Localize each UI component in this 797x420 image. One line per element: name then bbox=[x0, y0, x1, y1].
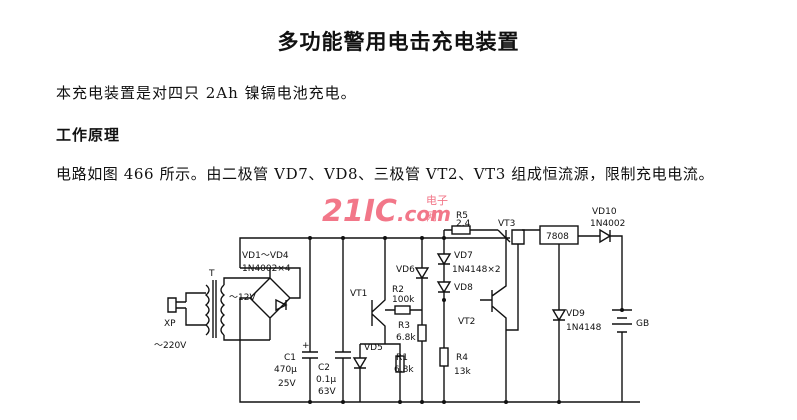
label-vd9-type: 1N4148 bbox=[566, 323, 602, 333]
page-title: 多功能警用电击充电装置 bbox=[277, 29, 520, 54]
label-vd9: VD9 bbox=[566, 309, 585, 319]
label-r1-val: 6.8k bbox=[394, 365, 414, 375]
diode-vd6 bbox=[414, 238, 430, 325]
capacitor-c1 bbox=[302, 238, 318, 402]
diode-vd9 bbox=[551, 244, 567, 402]
label-c2-volt: 63V bbox=[318, 387, 336, 397]
label-vd7-type: 1N4148×2 bbox=[452, 265, 501, 275]
plug-symbol bbox=[167, 292, 206, 326]
resistor-r4 bbox=[439, 347, 449, 367]
label-c1-plus: + bbox=[302, 341, 310, 351]
label-vd10-type: 1N4002 bbox=[590, 219, 625, 229]
label-vd6: VD6 bbox=[396, 265, 415, 275]
transformer-secondary bbox=[220, 284, 226, 336]
label-mains: ～220V bbox=[154, 341, 187, 351]
label-vd5: VD5 bbox=[364, 343, 383, 353]
resistor-r5 bbox=[451, 225, 471, 235]
label-c1-val: 470μ bbox=[274, 365, 297, 375]
label-vt2: VT2 bbox=[458, 317, 475, 327]
watermark-logo: 21IC.com 电子网 bbox=[322, 194, 451, 229]
label-vt3: VT3 bbox=[498, 219, 515, 229]
transistor-vt2 bbox=[480, 230, 507, 402]
label-r4-val: 13k bbox=[454, 367, 471, 377]
label-r1: R1 bbox=[396, 353, 408, 363]
transistor-vt1 bbox=[371, 238, 386, 344]
bridge-diode-mark bbox=[275, 298, 288, 312]
label-transformer: T bbox=[208, 269, 215, 279]
label-vd10: VD10 bbox=[592, 207, 617, 217]
label-r5: R5 bbox=[456, 211, 468, 221]
label-gb: GB bbox=[636, 319, 649, 329]
label-vt1: VT1 bbox=[350, 289, 367, 299]
watermark-cn: 电子网 bbox=[426, 194, 448, 223]
label-reg: 7808 bbox=[546, 232, 569, 242]
transistor-vt3 bbox=[497, 229, 525, 245]
label-bridge-type: 1N4002×4 bbox=[242, 264, 291, 274]
watermark-tail: .com bbox=[396, 202, 451, 226]
led-vd5 bbox=[352, 343, 401, 402]
diodes-vd7-vd8 bbox=[436, 230, 452, 348]
wire-vt3 bbox=[506, 229, 540, 331]
transformer-primary bbox=[204, 284, 210, 336]
resistor-r3 bbox=[417, 324, 427, 342]
label-bridge: VD1～VD4 bbox=[242, 251, 289, 261]
label-r2-val: 100k bbox=[392, 295, 415, 305]
resistor-r2 bbox=[394, 305, 411, 315]
label-r4: R4 bbox=[456, 353, 468, 363]
capacitor-c2 bbox=[335, 238, 351, 402]
label-vd8: VD8 bbox=[454, 283, 473, 293]
label-r5-val: 2.4 bbox=[456, 219, 471, 229]
label-r2: R2 bbox=[392, 285, 404, 295]
junction-dots bbox=[308, 236, 624, 404]
label-xp: XP bbox=[164, 319, 176, 329]
bridge-rectifier bbox=[239, 267, 301, 340]
intro-paragraph: 本充电装置是对四只 2Ah 镍镉电池充电。 bbox=[56, 84, 357, 102]
label-vd7: VD7 bbox=[454, 251, 473, 261]
label-c2: C2 bbox=[318, 363, 330, 373]
label-c2-val: 0.1μ bbox=[316, 375, 336, 385]
resistor-r1 bbox=[395, 355, 405, 373]
label-c1: C1 bbox=[284, 353, 296, 363]
label-r3: R3 bbox=[398, 321, 410, 331]
description-paragraph: 电路如图 466 所示。由二极管 VD7、VD8、三极管 VT2、VT3 组成恒… bbox=[56, 165, 715, 183]
transformer-core bbox=[212, 280, 217, 338]
wire-secondary bbox=[223, 277, 270, 341]
label-c1-volt: 25V bbox=[278, 379, 296, 389]
label-secondary: ～12V bbox=[229, 293, 256, 303]
battery-gb bbox=[612, 309, 632, 402]
watermark-main: 21IC bbox=[322, 194, 397, 229]
diode-vd10 bbox=[578, 228, 623, 310]
label-r3-val: 6.8k bbox=[396, 333, 416, 343]
section-heading: 工作原理 bbox=[56, 126, 121, 144]
